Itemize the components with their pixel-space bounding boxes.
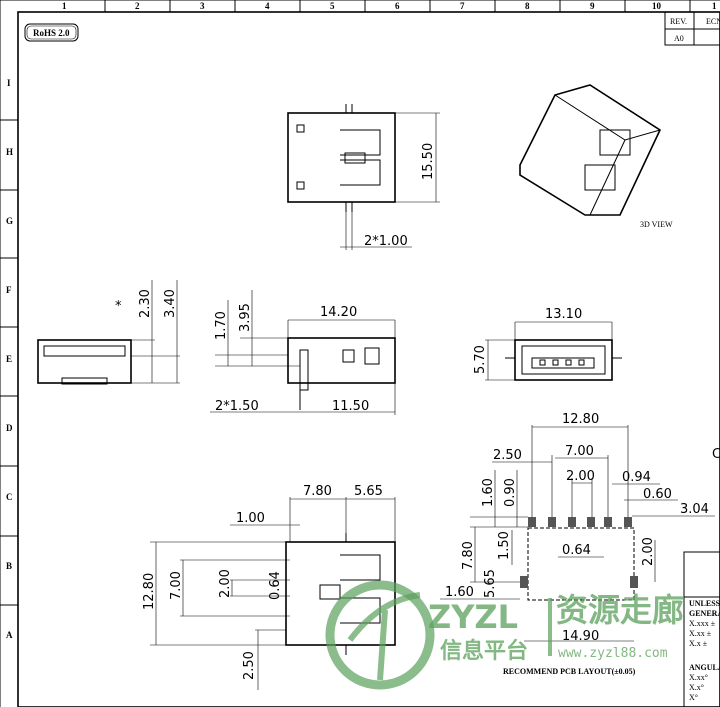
pcb-layout: 12.80 2.50 7.00 2.00 0.94 0.60 3.04 1.60…: [440, 412, 720, 676]
ecn-label: ECN: [706, 17, 720, 26]
column-label: 5: [330, 1, 335, 11]
row-label: G: [6, 216, 13, 226]
row-label: E: [6, 354, 12, 364]
column-label: 8: [525, 1, 530, 11]
title-block: UNLESS OT GENERAL T X.xxx ± X.xx ± X.x ±…: [683, 551, 720, 707]
watermark-brand-latin: ZYZL: [428, 598, 518, 636]
watermark-url: www.zyzl88.com: [558, 646, 668, 661]
front-view: 14.20 1.70 3.95 2*1.50 11.50: [210, 290, 396, 415]
column-label: 2: [135, 1, 140, 11]
column-label: 1: [62, 1, 67, 11]
pcb-dim-1-60: 1.60: [481, 478, 496, 507]
dim-5-70: 5.70: [473, 345, 488, 374]
partial-label: C: [712, 447, 720, 462]
watermark-sub-cn: 信息平台: [440, 638, 528, 664]
pcb-dim-0-64: 0.64: [562, 543, 591, 558]
rohs-badge: RoHS 2.0: [33, 28, 70, 38]
row-label: B: [6, 561, 12, 571]
pcb-dim-7-80: 7.80: [461, 541, 476, 570]
pcb-dim-12-80: 12.80: [562, 412, 599, 427]
dim-3-95: 3.95: [238, 303, 253, 332]
pcb-dim-1-60-horizontal: 1.60: [445, 585, 474, 600]
pcb-dim-14-90: 14.90: [562, 629, 599, 644]
pcb-dim-0-60: 0.60: [643, 487, 672, 502]
pcb-layout-title: RECOMMEND PCB LAYOUT(±0.05): [503, 667, 636, 676]
row-label: H: [6, 147, 13, 157]
dim-1-00: 1.00: [236, 511, 265, 526]
angular-label: ANGULAR: [689, 663, 720, 672]
dim-2-30: 2.30: [138, 289, 153, 318]
tolerance-xxx: X.xxx ±: [689, 619, 716, 628]
column-label: 4: [265, 1, 270, 11]
tolerance-general: GENERAL T: [689, 609, 720, 618]
rev-label: REV.: [670, 17, 687, 26]
dim-7-00: 7.00: [169, 571, 184, 600]
watermark: ZYZL 资源走廊 信息平台 www.zyzl88.com: [325, 580, 684, 690]
dim-13-10: 13.10: [545, 307, 582, 322]
column-label: 9: [590, 1, 595, 11]
dim-3-40: 3.40: [163, 289, 178, 318]
tolerance-unless: UNLESS OT: [689, 599, 720, 608]
pcb-dim-7-00: 7.00: [565, 444, 594, 459]
bottom-view: 7.80 5.65 1.00 12.80 7.00 2.00 0.64 2.50: [142, 484, 396, 690]
pcb-dim-1-50: 1.50: [497, 531, 512, 560]
dim-5-65: 5.65: [354, 484, 383, 499]
dim-7-80: 7.80: [303, 484, 332, 499]
tolerance-xx: X.xx ±: [689, 629, 712, 638]
column-label: 10: [652, 1, 662, 11]
top-view: 15.50 2*1.00: [287, 104, 440, 250]
row-label: F: [6, 285, 12, 295]
pcb-dim-2-00-vertical: 2.00: [641, 537, 656, 566]
row-label: D: [6, 423, 13, 433]
3d-view-label: 3D VIEW: [640, 220, 673, 229]
pcb-dim-3-04: 3.04: [680, 502, 709, 517]
pcb-dim-5-65: 5.65: [483, 569, 498, 598]
dim-2x1-00: 2*1.00: [364, 234, 408, 249]
angular-x: X.x°: [689, 683, 704, 692]
dim-15-50: 15.50: [421, 143, 436, 180]
pcb-dim-0-94: 0.94: [622, 470, 651, 485]
rev-value: A0: [674, 34, 684, 43]
side-view: * 2.30 3.40: [37, 280, 180, 385]
dim-2-50: 2.50: [242, 651, 257, 680]
column-label: 6: [395, 1, 400, 11]
dim-12-80: 12.80: [142, 573, 157, 610]
dim-2-00: 2.00: [218, 569, 233, 598]
angular-0: X°: [689, 693, 698, 702]
row-label: A: [6, 630, 13, 640]
pcb-dim-0-90: 0.90: [503, 478, 518, 507]
angular-xx: X.xx°: [689, 673, 708, 682]
dim-0-64: 0.64: [268, 571, 283, 600]
dim-1-70: 1.70: [214, 311, 229, 340]
dim-2x1-50: 2*1.50: [215, 399, 259, 414]
dim-11-50: 11.50: [332, 399, 369, 414]
column-label: 7: [460, 1, 465, 11]
watermark-logo-icon: [325, 580, 435, 690]
pcb-dim-2-00: 2.00: [566, 469, 595, 484]
column-label: 3: [200, 1, 205, 11]
tolerance-x: X.x ±: [689, 639, 708, 648]
dim-14-20: 14.20: [320, 305, 357, 320]
iso-view: 3D VIEW: [519, 84, 673, 229]
row-label: C: [6, 492, 13, 502]
note-asterisk: *: [115, 299, 122, 314]
watermark-brand-cn: 资源走廊: [556, 591, 684, 629]
pcb-dim-2-50: 2.50: [493, 448, 522, 463]
end-view: 13.10 5.70: [473, 307, 622, 381]
column-label: 1: [712, 1, 717, 11]
row-label: I: [7, 78, 11, 88]
